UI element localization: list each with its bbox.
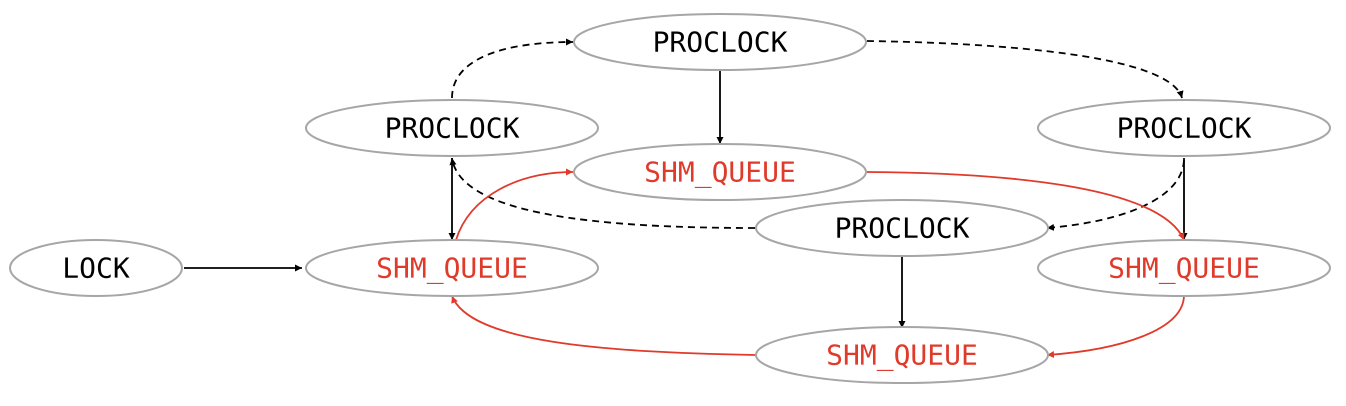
- edge-shm-queue-bottom-to-shm-queue-left: [451, 295, 756, 356]
- edge-shm-queue-left-to-shm-queue-upper: [455, 168, 574, 241]
- node-shm-queue-upper[interactable]: SHM_QUEUE: [573, 143, 867, 201]
- edge-proclock-left-to-proclock-top: [451, 38, 574, 99]
- node-label: PROCLOCK: [1117, 112, 1252, 145]
- node-proclock-left[interactable]: PROCLOCK: [305, 99, 599, 157]
- node-proclock-top[interactable]: PROCLOCK: [573, 13, 867, 71]
- node-lock[interactable]: LOCK: [9, 239, 183, 297]
- node-label: SHM_QUEUE: [376, 252, 528, 286]
- edge-proclock-top-to-proclock-right: [866, 40, 1184, 99]
- edge-shm-queue-right-to-shm-queue-bottom: [1046, 294, 1185, 359]
- node-proclock-right[interactable]: PROCLOCK: [1037, 99, 1331, 157]
- node-label: PROCLOCK: [653, 26, 788, 59]
- node-label: PROCLOCK: [385, 112, 520, 145]
- node-label: SHM_QUEUE: [644, 156, 796, 190]
- edges: [184, 38, 1188, 359]
- node-label: LOCK: [62, 252, 130, 285]
- node-label: SHM_QUEUE: [826, 339, 978, 373]
- node-proclock-center[interactable]: PROCLOCK: [755, 199, 1049, 257]
- node-label: SHM_QUEUE: [1108, 252, 1260, 286]
- edge-shm-queue-upper-to-shm-queue-right: [866, 171, 1185, 241]
- node-shm-queue-left[interactable]: SHM_QUEUE: [305, 239, 599, 297]
- node-shm-queue-right[interactable]: SHM_QUEUE: [1037, 239, 1331, 297]
- edge-proclock-center-to-proclock-left: [449, 157, 756, 229]
- node-label: PROCLOCK: [835, 212, 970, 245]
- node-shm-queue-bottom[interactable]: SHM_QUEUE: [755, 326, 1049, 384]
